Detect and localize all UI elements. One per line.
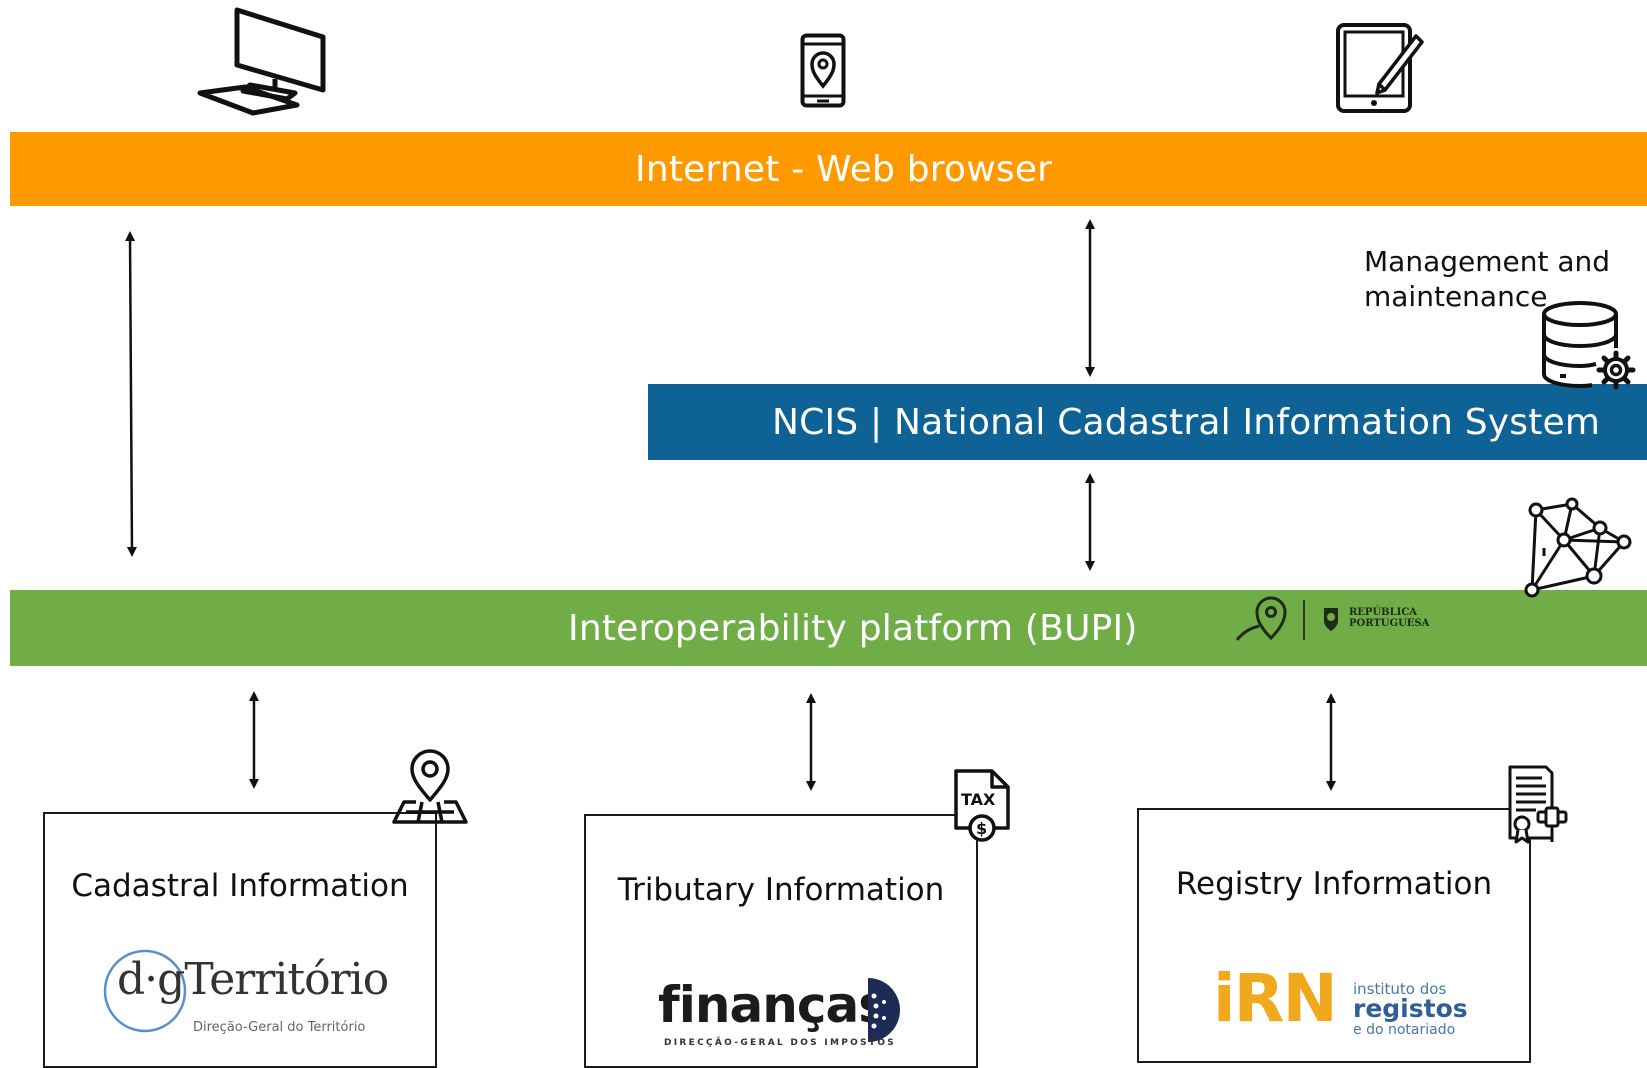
financas-logo-sub: DIRECÇÃO-GERAL DOS IMPOSTOS <box>664 1038 897 1048</box>
logo-divider <box>1303 600 1305 640</box>
tablet-edit-icon <box>1336 23 1424 113</box>
irn-logo-line2: registos <box>1353 994 1468 1023</box>
arrow-internet-bupi <box>125 231 137 557</box>
irn-logo-line3: e do notariado <box>1353 1022 1456 1038</box>
republica-line-2: PORTUGUESA <box>1349 618 1430 629</box>
internet-web-browser-layer: Internet - Web browser <box>10 132 1647 206</box>
smartphone-location-icon <box>800 33 846 108</box>
management-maintenance-label: Management and maintenance <box>1364 245 1611 313</box>
certificate-icon <box>1508 765 1568 844</box>
registry-information-title: Registry Information <box>1175 866 1493 902</box>
tax-text: TAX <box>961 790 996 809</box>
financas-logo-main: finanças <box>658 976 888 1034</box>
network-graph-icon <box>1524 497 1632 598</box>
republica-line-1: REPÚBLICA <box>1349 607 1418 618</box>
financas-emblem-icon <box>868 978 900 1042</box>
bupi-logo-icon <box>1235 596 1287 641</box>
irn-logo-main: iRN <box>1213 960 1338 1037</box>
cadastral-information-box: Cadastral Information d·gTerritório Dire… <box>43 812 437 1068</box>
internet-layer-label: Internet - Web browser <box>635 148 1053 190</box>
irn-logo-line1: instituto dos <box>1353 980 1447 998</box>
dgterritorio-logo-ring <box>103 949 187 1033</box>
tax-document-icon: TAX $ <box>954 769 1010 842</box>
republica-portuguesa-text: REPÚBLICA PORTUGUESA <box>1349 607 1429 629</box>
tributary-information-box: Tributary Information finanças DIRECÇÃO-… <box>584 814 978 1068</box>
svg-text:$: $ <box>976 819 987 838</box>
dgterritorio-logo-main: d·gTerritório <box>117 954 389 1005</box>
database-gear-icon <box>1542 301 1636 390</box>
dgterritorio-logo-sub: Direção-Geral do Território <box>193 1020 366 1035</box>
bupi-interoperability-layer: Interoperability platform (BUPI) <box>10 590 1647 666</box>
map-pin-icon <box>392 749 468 824</box>
ncis-layer-label: NCIS | National Cadastral Information Sy… <box>772 401 1601 443</box>
cadastral-information-title: Cadastral Information <box>71 868 409 904</box>
desktop-computer-icon <box>197 7 326 116</box>
bupi-layer-label: Interoperability platform (BUPI) <box>568 607 1138 649</box>
republica-portuguesa-emblem-icon <box>1324 608 1338 631</box>
ncis-layer: NCIS | National Cadastral Information Sy… <box>648 384 1647 460</box>
registry-information-box: Registry Information iRN instituto dos r… <box>1137 808 1531 1063</box>
tributary-information-title: Tributary Information <box>617 872 945 908</box>
